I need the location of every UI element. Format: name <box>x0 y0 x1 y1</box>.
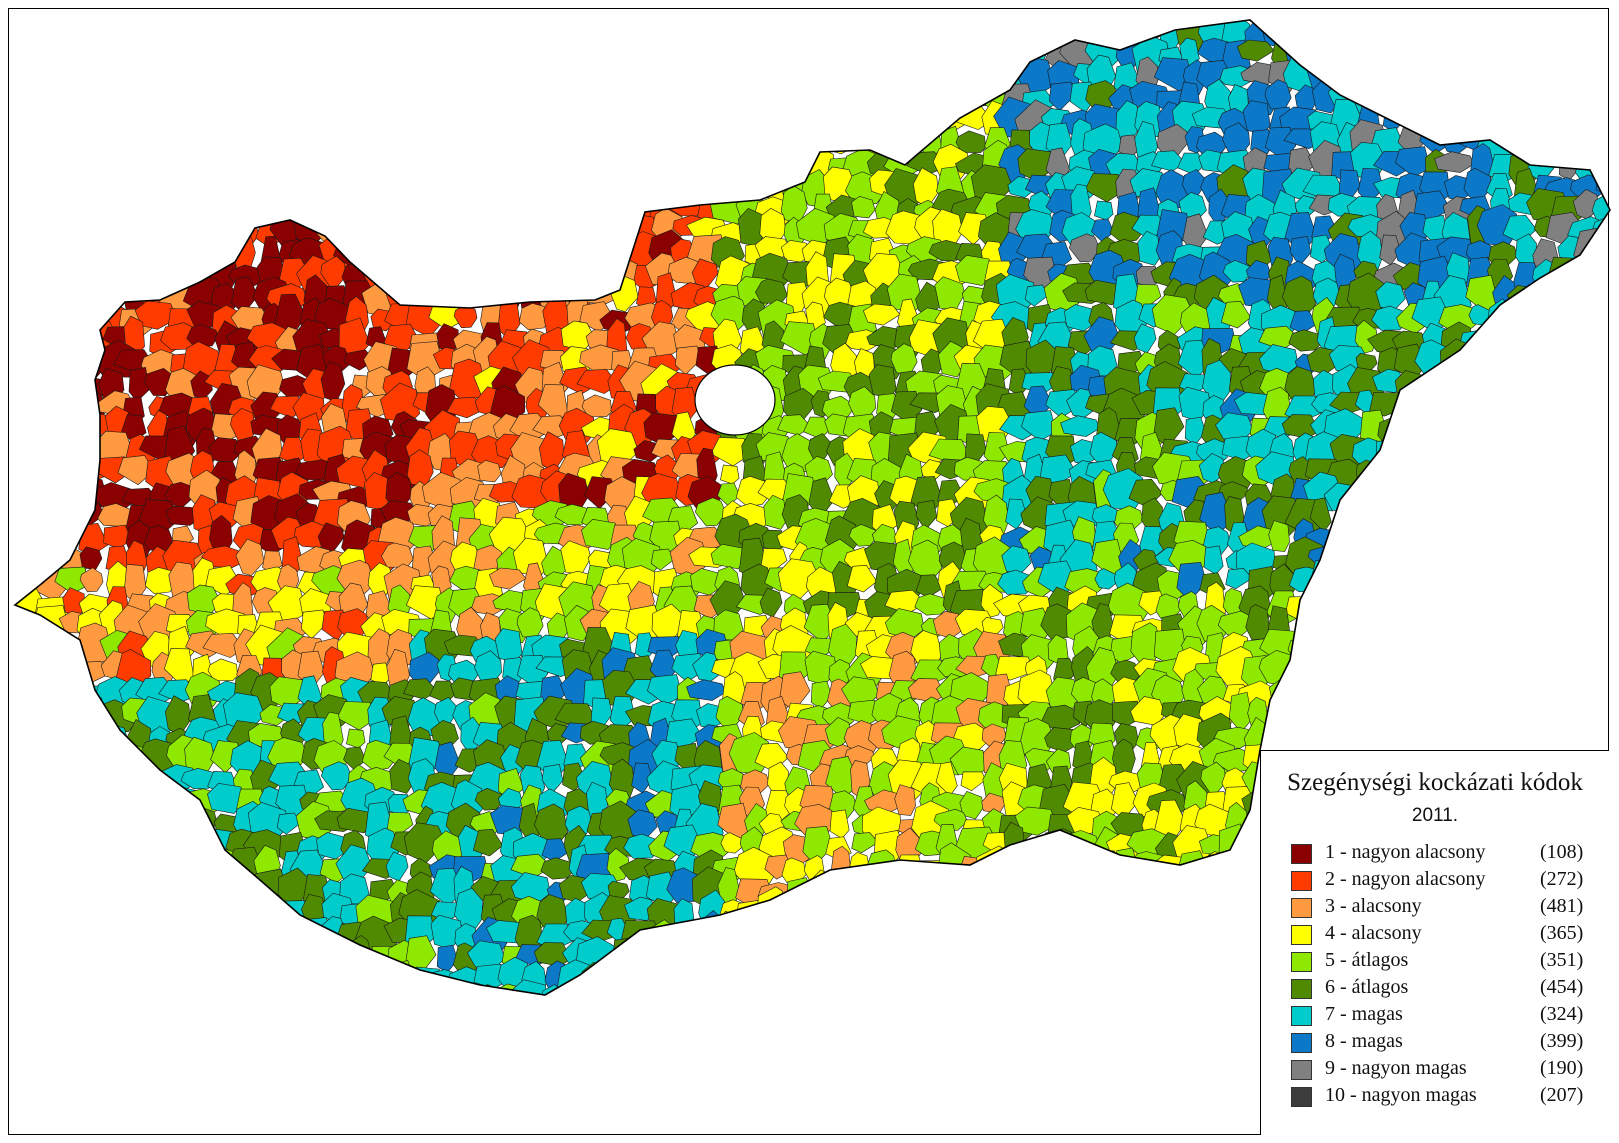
legend-swatch <box>1291 952 1312 972</box>
legend-count: (481) <box>1540 895 1584 917</box>
legend-label: 10 - nagyon magas <box>1325 1084 1477 1106</box>
legend-title: Szegénységi kockázati kódok <box>1287 769 1583 796</box>
legend-swatch <box>1291 898 1312 918</box>
legend-count: (190) <box>1540 1057 1584 1079</box>
budapest-hole <box>694 364 776 436</box>
legend-swatch <box>1291 844 1312 864</box>
legend-row: 9 - nagyon magas (190) <box>1291 1057 1601 1084</box>
legend-swatch <box>1291 871 1312 891</box>
legend-row: 10 - nagyon magas (207) <box>1291 1084 1601 1111</box>
legend-swatch <box>1291 1033 1312 1053</box>
legend-swatch <box>1291 1060 1312 1080</box>
legend-swatch <box>1291 979 1312 999</box>
legend-count: (272) <box>1540 868 1584 890</box>
legend-label: 8 - magas <box>1325 1030 1403 1052</box>
legend-row: 2 - nagyon alacsony (272) <box>1291 868 1601 895</box>
legend-rows: 1 - nagyon alacsony (108) 2 - nagyon alac… <box>1291 841 1601 1111</box>
legend-count: (365) <box>1540 922 1584 944</box>
legend-count: (454) <box>1540 976 1584 998</box>
legend-row: 6 - átlagos (454) <box>1291 976 1601 1003</box>
legend-label: 7 - magas <box>1325 1003 1403 1025</box>
legend-swatch <box>1291 1006 1312 1026</box>
legend-row: 4 - alacsony (365) <box>1291 922 1601 949</box>
legend-label: 4 - alacsony <box>1325 922 1422 944</box>
legend-label: 3 - alacsony <box>1325 895 1422 917</box>
legend-count: (207) <box>1540 1084 1584 1106</box>
legend-label: 9 - nagyon magas <box>1325 1057 1467 1079</box>
legend-year: 2011. <box>1411 805 1459 826</box>
legend: Szegénységi kockázati kódok 2011. 1 - na… <box>1260 750 1609 1135</box>
legend-row: 1 - nagyon alacsony (108) <box>1291 841 1601 868</box>
legend-count: (351) <box>1540 949 1584 971</box>
legend-label: 2 - nagyon alacsony <box>1325 868 1486 890</box>
legend-label: 1 - nagyon alacsony <box>1325 841 1486 863</box>
legend-label: 6 - átlagos <box>1325 976 1409 998</box>
legend-swatch <box>1291 1087 1312 1107</box>
legend-count: (399) <box>1540 1030 1584 1052</box>
legend-row: 8 - magas (399) <box>1291 1030 1601 1057</box>
legend-row: 3 - alacsony (481) <box>1291 895 1601 922</box>
legend-row: 5 - átlagos (351) <box>1291 949 1601 976</box>
legend-label: 5 - átlagos <box>1325 949 1409 971</box>
legend-count: (108) <box>1540 841 1584 863</box>
legend-row: 7 - magas (324) <box>1291 1003 1601 1030</box>
legend-swatch <box>1291 925 1312 945</box>
legend-count: (324) <box>1540 1003 1584 1025</box>
